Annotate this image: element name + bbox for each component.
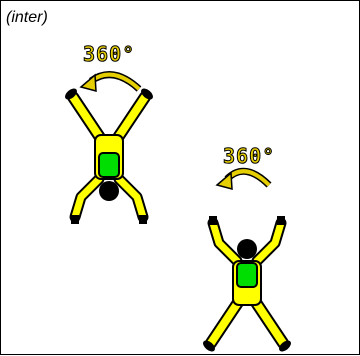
skydiver-1-icon <box>63 86 155 224</box>
rotation-label-2: 360° <box>223 144 275 168</box>
rotation-arrow-2-icon <box>217 171 269 189</box>
skydiver-2-icon <box>201 216 293 354</box>
rotation-label-1: 360° <box>83 42 135 66</box>
rotation-arrow-1-icon <box>81 75 139 91</box>
